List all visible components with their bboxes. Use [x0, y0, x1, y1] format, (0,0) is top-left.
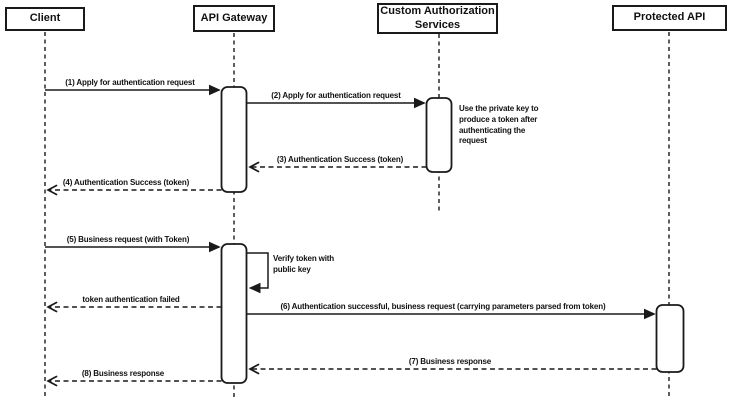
message-label-4: (4) Authentication Success (token) — [62, 178, 190, 187]
activation-api-gateway-auth — [220, 86, 248, 193]
message-label-7: (7) Business response — [408, 357, 492, 366]
message-label-8: (8) Business response — [81, 369, 165, 378]
message-label-2: (2) Apply for authentication request — [271, 91, 401, 100]
participant-protected-api-label: Protected API — [633, 11, 706, 24]
participant-client-label: Client — [29, 12, 61, 25]
participant-api-gateway-label: API Gateway — [200, 11, 268, 24]
participant-custom-authorization-services: Custom Authorization Services — [377, 3, 498, 34]
activation-api-gateway-business — [220, 243, 248, 384]
message-label-5: (5) Business request (with Token) — [66, 235, 190, 244]
activation-custom-authorization-services — [425, 97, 453, 173]
message-label-6: (6) Authentication successful, business … — [280, 302, 606, 311]
message-label-self-verify-token: Verify token with public key — [273, 254, 335, 274]
message-arrow-self-verify-token — [246, 252, 269, 288]
message-label-1: (1) Apply for authentication request — [65, 78, 195, 87]
message-label-3: (3) Authentication Success (token) — [276, 155, 404, 164]
participant-client: Client — [5, 7, 85, 31]
participant-custom-authorization-services-label: Custom Authorization Services — [380, 5, 495, 31]
participant-api-gateway: API Gateway — [193, 5, 275, 32]
message-label-token-auth-failed: token authentication failed — [82, 295, 180, 304]
participant-protected-api: Protected API — [612, 5, 727, 31]
activation-protected-api — [655, 304, 685, 373]
note-private-key: Use the private key to produce a token a… — [459, 104, 539, 146]
